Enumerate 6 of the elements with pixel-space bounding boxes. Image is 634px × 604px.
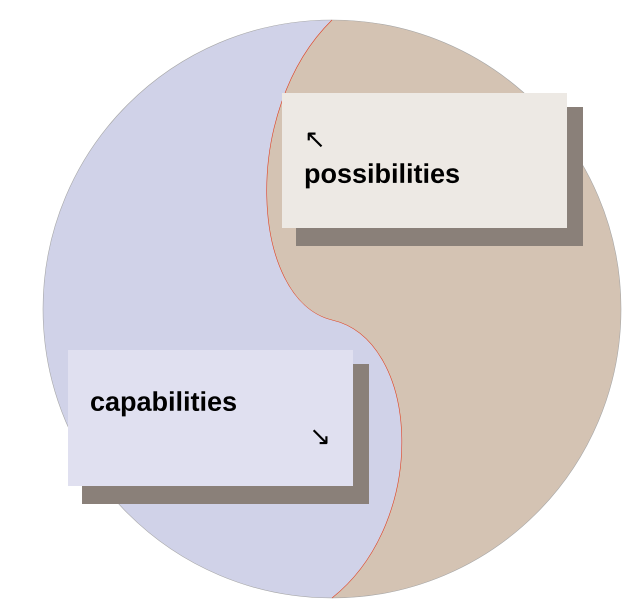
label-text: capabilities xyxy=(91,391,236,416)
label-text: possibilities xyxy=(306,163,459,188)
arrow-symbol: ↘ xyxy=(312,430,328,444)
label-box xyxy=(68,350,353,486)
label-box xyxy=(282,92,567,228)
arrow-symbol: ↖ xyxy=(308,132,322,148)
